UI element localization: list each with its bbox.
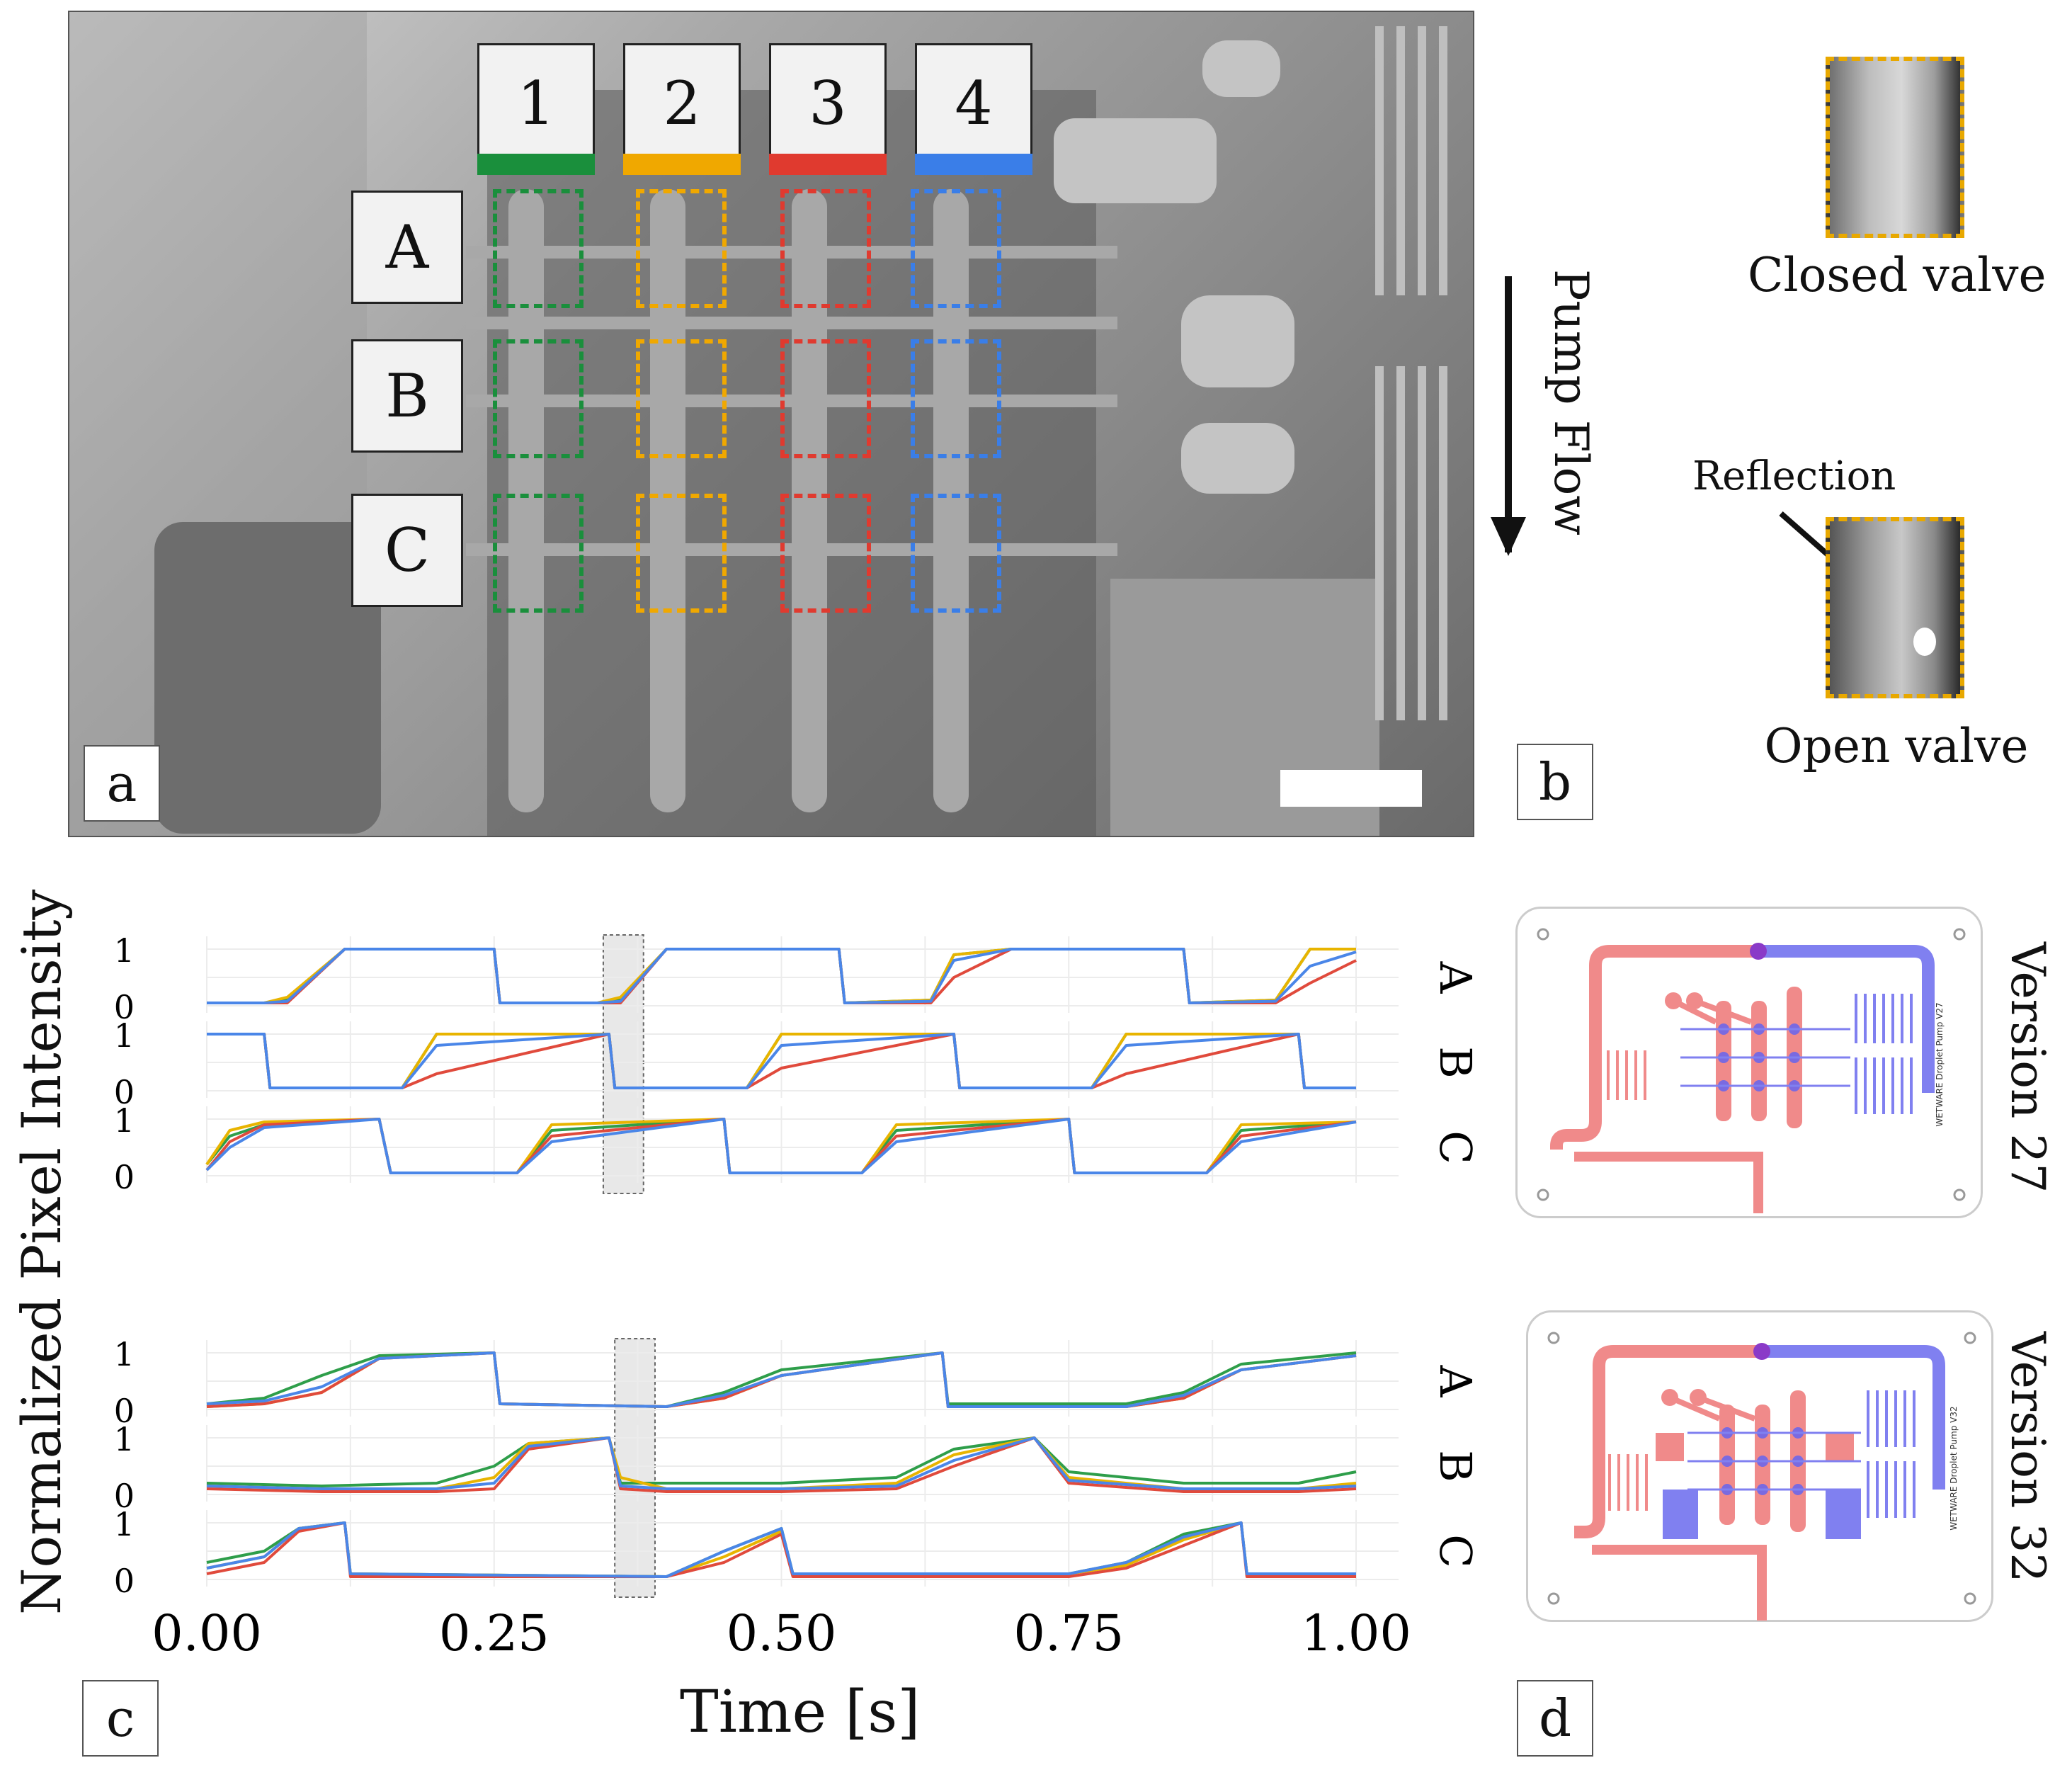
valve-box-c4 bbox=[911, 494, 1001, 613]
y-tick-label: 0 bbox=[114, 1158, 135, 1196]
x-tick-label: 0.00 bbox=[152, 1604, 262, 1662]
micrograph-panel-a: 1 2 3 4 A B C a bbox=[68, 11, 1474, 837]
valve-box-a3 bbox=[780, 189, 871, 308]
pump-flow-arrow-shaft bbox=[1505, 276, 1512, 552]
series-line-4-c bbox=[206, 1521, 1356, 1578]
chip-v32-layout: WETWARE Droplet Pump V32 bbox=[1547, 1332, 1976, 1621]
row-label-c: C bbox=[1430, 1130, 1481, 1164]
column-label-2: 2 bbox=[623, 43, 741, 164]
row-label-b: B bbox=[351, 339, 463, 453]
y-tick-label: 1 bbox=[114, 931, 135, 970]
closed-valve-label: Closed valve bbox=[1748, 248, 2047, 302]
series-line-3-b bbox=[206, 1436, 1357, 1493]
column-label-4: 4 bbox=[915, 43, 1032, 164]
row-label-c: C bbox=[1430, 1534, 1481, 1567]
valve-box-c3 bbox=[780, 494, 871, 613]
scale-bar bbox=[1280, 770, 1422, 807]
column-color-bar-2 bbox=[623, 154, 741, 175]
row-label-a: A bbox=[351, 191, 463, 304]
column-color-bar-4 bbox=[915, 154, 1032, 175]
valve-box-b2 bbox=[636, 339, 727, 458]
reflection-label: Reflection bbox=[1692, 453, 1896, 499]
series-line-1-a bbox=[206, 1351, 1357, 1408]
x-tick-label: 0.50 bbox=[727, 1604, 837, 1662]
column-color-bar-1 bbox=[477, 154, 595, 175]
column-label-1: 1 bbox=[477, 43, 595, 164]
y-tick-label: 0 bbox=[114, 1562, 135, 1600]
series-line-4-a bbox=[206, 1351, 1357, 1408]
reflection-spot bbox=[1913, 628, 1936, 656]
row-label-b: B bbox=[1430, 1450, 1481, 1482]
pump-flow-arrow-head bbox=[1491, 517, 1526, 556]
x-tick-label: 1.00 bbox=[1301, 1604, 1411, 1662]
row-label-b: B bbox=[1430, 1046, 1481, 1079]
valve-box-a4 bbox=[911, 189, 1001, 308]
highlight-window-2 bbox=[614, 1338, 656, 1598]
y-tick-label: 0 bbox=[114, 1477, 135, 1515]
series-line-3-a bbox=[206, 1351, 1357, 1408]
valve-box-b1 bbox=[493, 339, 584, 458]
row-label-a: A bbox=[1430, 1365, 1481, 1398]
column-color-bar-3 bbox=[769, 154, 887, 175]
closed-valve-image bbox=[1826, 57, 1964, 238]
chip-v27: WETWARE Droplet Pump V27 bbox=[1515, 907, 1983, 1218]
y-tick-label: 1 bbox=[114, 1016, 135, 1055]
series-line-4-b bbox=[207, 1033, 1356, 1089]
y-tick-label: 0 bbox=[114, 1392, 135, 1430]
row-label-a: A bbox=[1430, 961, 1481, 994]
y-tick-label: 1 bbox=[114, 1505, 135, 1543]
valve-box-c1 bbox=[493, 494, 584, 613]
valve-box-a1 bbox=[493, 189, 584, 308]
y-tick-label: 0 bbox=[114, 1073, 135, 1111]
row-label-c: C bbox=[351, 494, 463, 607]
y-tick-label: 1 bbox=[114, 1335, 135, 1373]
chip-v32-text: WETWARE Droplet Pump V32 bbox=[1949, 1406, 1959, 1530]
valve-box-b3 bbox=[780, 339, 871, 458]
panel-tag-d: d bbox=[1517, 1680, 1593, 1757]
panel-tag-b: b bbox=[1517, 744, 1593, 820]
chip-v27-layout: WETWARE Droplet Pump V27 bbox=[1537, 928, 1966, 1213]
valve-box-c2 bbox=[636, 494, 727, 613]
valve-box-b4 bbox=[911, 339, 1001, 458]
valve-box-a2 bbox=[636, 189, 727, 308]
column-label-3: 3 bbox=[769, 43, 887, 164]
series-line-1-b bbox=[206, 1436, 1357, 1487]
panel-tag-a: a bbox=[84, 745, 160, 822]
open-valve-image bbox=[1826, 517, 1964, 698]
series-line-4-a bbox=[207, 948, 1357, 1004]
panel-tag-c: c bbox=[82, 1680, 159, 1757]
series-line-4-b bbox=[206, 1436, 1357, 1490]
y-tick-label: 1 bbox=[114, 1101, 135, 1140]
y-tick-label: 1 bbox=[114, 1420, 135, 1458]
series-line-4-c bbox=[205, 1118, 1357, 1174]
open-valve-label: Open valve bbox=[1764, 719, 2029, 773]
x-tick-label: 0.25 bbox=[439, 1604, 550, 1662]
x-tick-label: 0.75 bbox=[1013, 1604, 1124, 1662]
chip-v27-text: WETWARE Droplet Pump V27 bbox=[1935, 1002, 1945, 1126]
y-tick-label: 0 bbox=[114, 988, 135, 1026]
chip-v32: WETWARE Droplet Pump V32 bbox=[1526, 1310, 1993, 1622]
